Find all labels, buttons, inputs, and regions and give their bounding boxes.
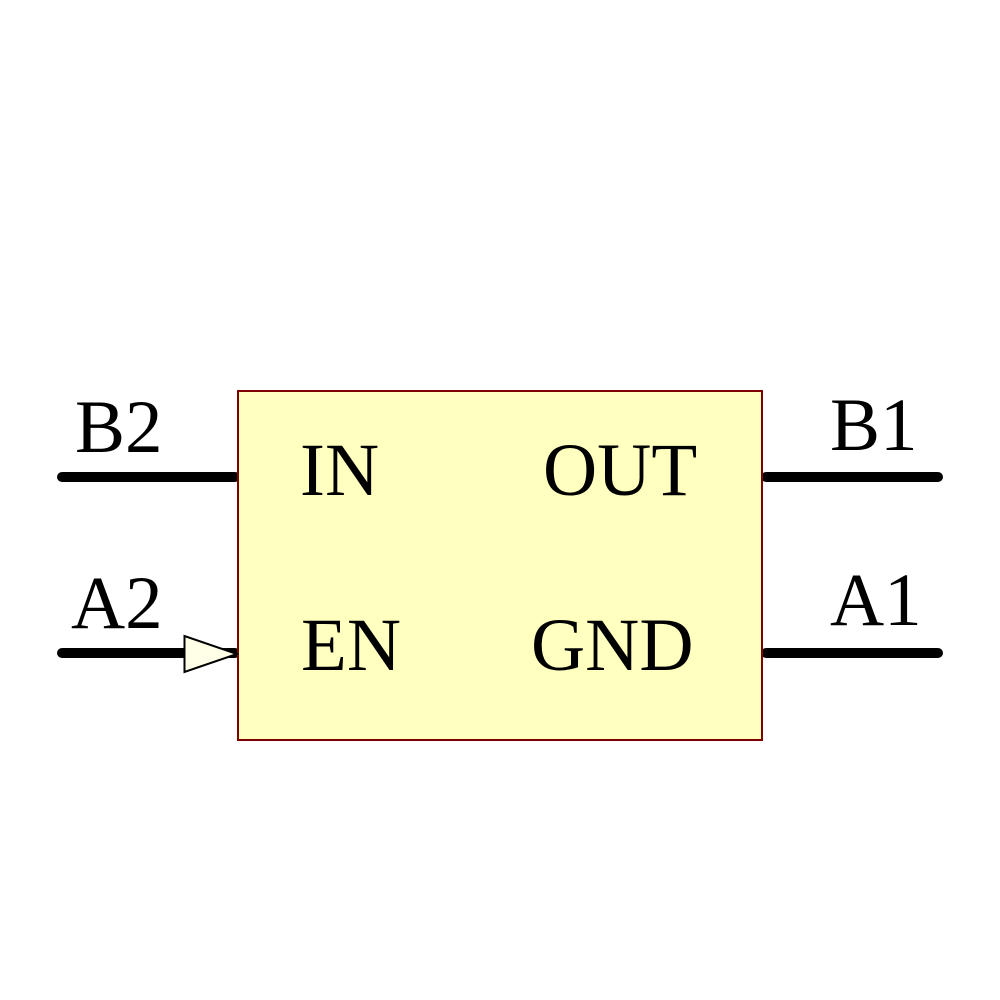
component-body (237, 390, 763, 741)
net-label-a1: A1 (830, 559, 922, 642)
wire-a1 (761, 648, 943, 658)
net-label-b1: B1 (830, 384, 918, 467)
wire-b1 (761, 472, 943, 482)
wire-a2 (57, 648, 240, 658)
pin-label-en: EN (301, 604, 401, 687)
pin-label-in: IN (300, 429, 380, 512)
pin-label-gnd: GND (531, 604, 694, 687)
input-triangle-icon (183, 634, 239, 674)
net-label-b2: B2 (75, 386, 163, 469)
net-label-a2: A2 (71, 562, 163, 645)
wire-b2 (57, 472, 240, 482)
pin-label-out: OUT (543, 429, 698, 512)
